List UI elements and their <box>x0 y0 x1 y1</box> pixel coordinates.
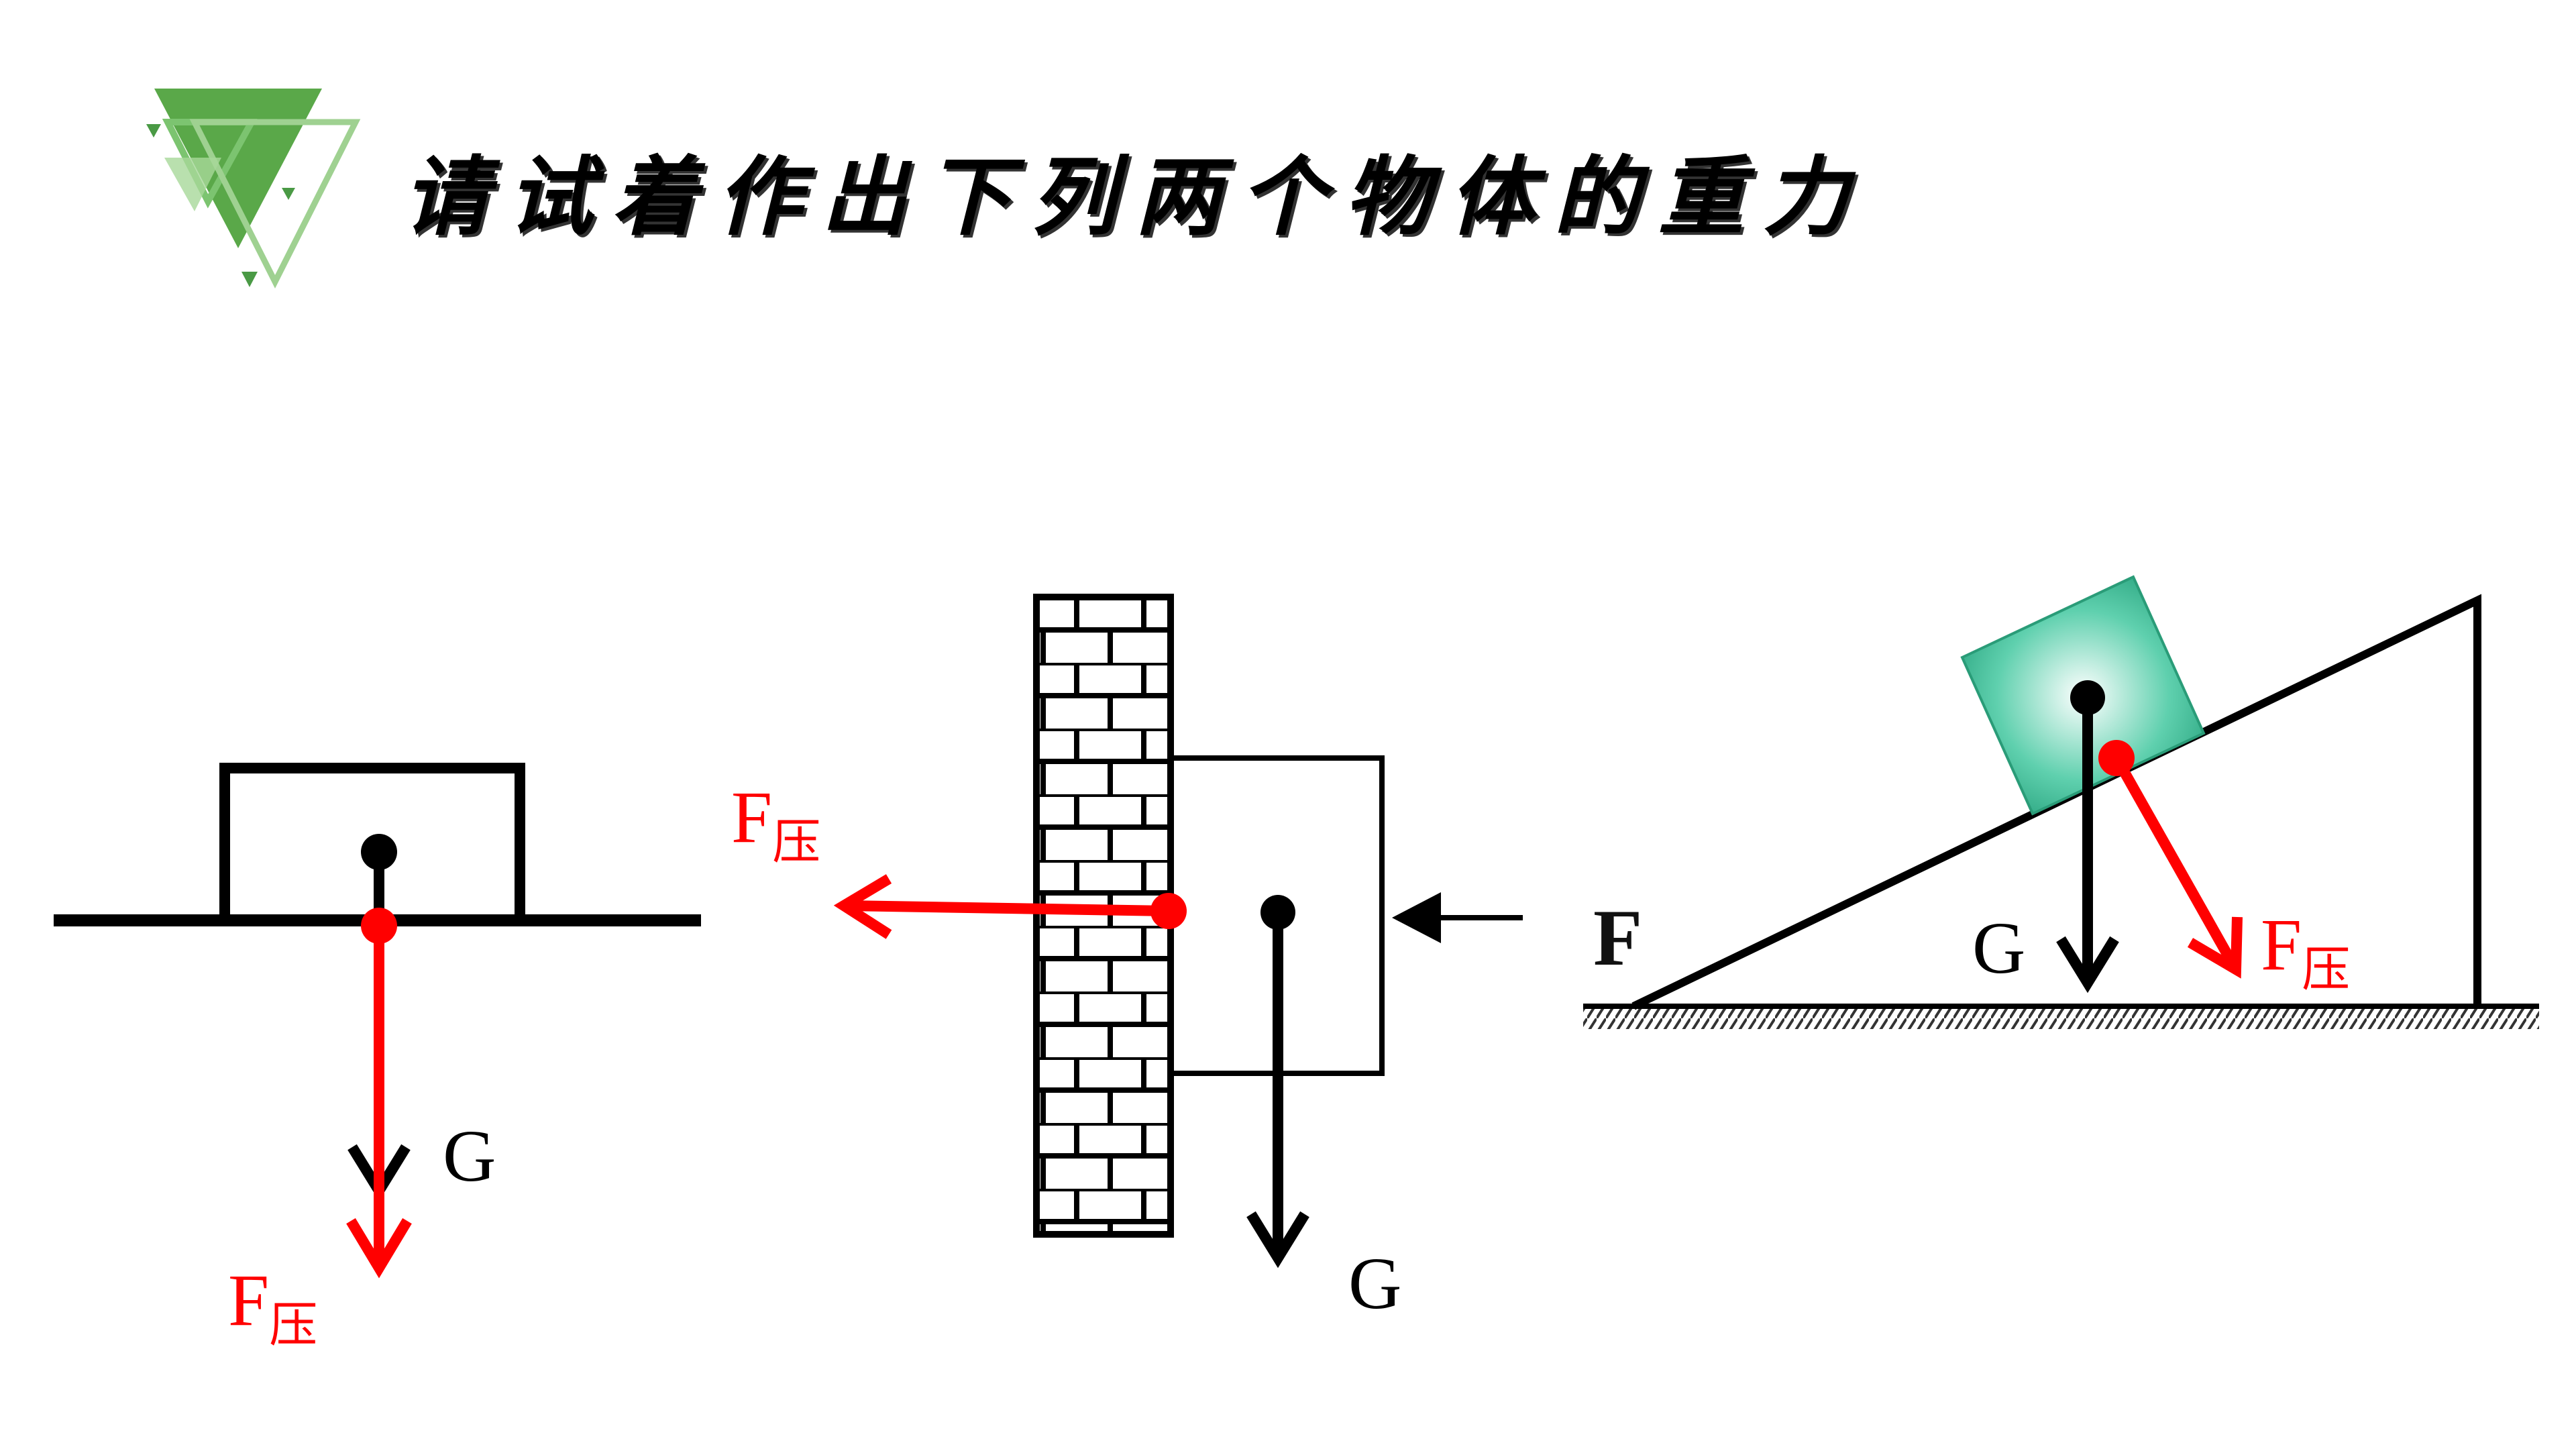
ground-hatching <box>1583 1008 2539 1029</box>
gravity-arrowhead <box>1246 1211 1309 1269</box>
diagram1-box-on-table: G F压 <box>54 763 701 1352</box>
pressure-label: F压 <box>228 1259 317 1352</box>
box-outline <box>219 763 525 920</box>
page-title: 请试着作出下列两个物体的重力 <box>402 147 1868 248</box>
gravity-label: G <box>1348 1242 1401 1324</box>
gravity-arrowhead <box>2056 936 2119 994</box>
pressure-point-dot <box>361 908 397 944</box>
center-of-gravity-dot <box>361 834 397 870</box>
pressure-label-sub: 压 <box>772 816 820 869</box>
gravity-label: G <box>443 1115 496 1197</box>
pressure-force-arrowhead <box>833 874 892 939</box>
diagram3-block-on-incline: F G F压 <box>1583 575 2539 1029</box>
pressure-label: F压 <box>731 776 820 869</box>
pressure-force-arrow <box>846 900 1169 916</box>
pressure-label-sub: 压 <box>2302 943 2350 997</box>
pressure-label: F压 <box>2261 904 2350 997</box>
applied-force-label: F <box>1593 893 1642 982</box>
applied-force-arrowhead <box>1392 892 1441 943</box>
pressure-label-main: F <box>228 1259 269 1341</box>
incline-outline <box>1631 594 2481 1010</box>
logo-icon <box>146 89 361 288</box>
diagram2-block-against-wall: G F压 <box>731 594 1523 1324</box>
pressure-force-arrow <box>2112 755 2239 969</box>
pressure-force-arrowhead <box>346 1218 412 1279</box>
pressure-force-arrowhead <box>2187 916 2243 979</box>
pressure-label-main: F <box>731 776 772 858</box>
center-of-gravity-dot <box>1260 895 1295 930</box>
pressure-point-dot <box>2098 740 2135 776</box>
pressure-label-sub: 压 <box>269 1299 317 1352</box>
pressure-label-main: F <box>2261 904 2302 985</box>
pressure-point-dot <box>1150 893 1187 929</box>
center-of-gravity-dot <box>2070 680 2105 715</box>
gravity-label: G <box>1972 907 2025 989</box>
